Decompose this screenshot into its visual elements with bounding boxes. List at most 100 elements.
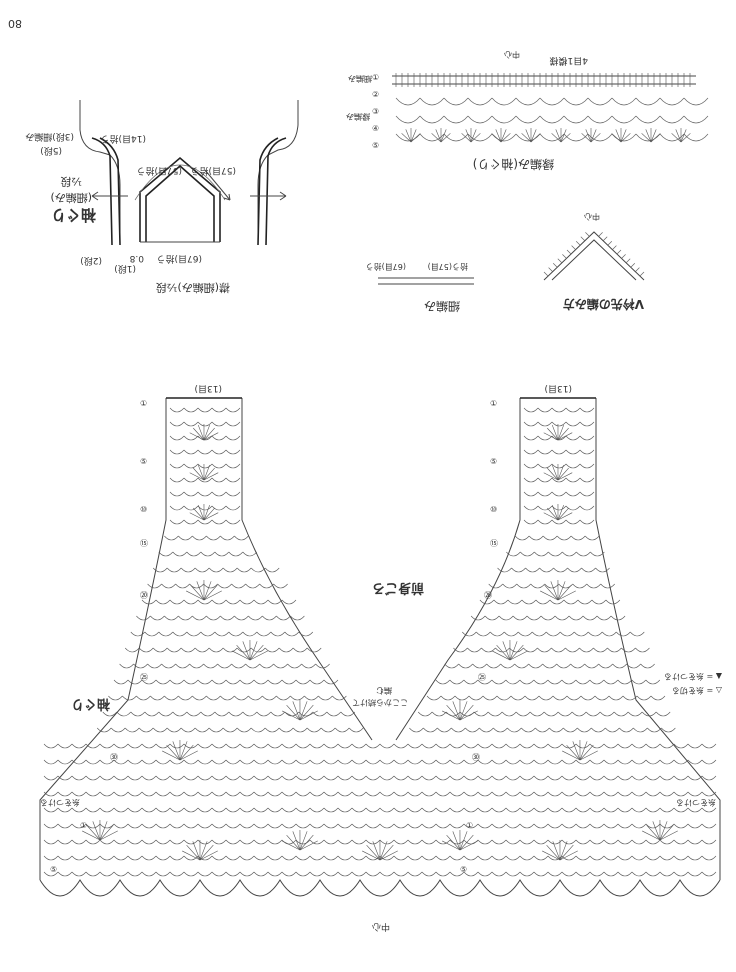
svg-text:拾う(57目): 拾う(57目)	[428, 262, 468, 272]
chain-arch	[212, 744, 226, 748]
chain-arch	[170, 824, 184, 828]
chain-arch	[184, 450, 198, 454]
chain-arch	[522, 600, 536, 604]
chain-arch	[72, 808, 86, 812]
chain-arch	[540, 116, 564, 123]
chain-arch	[630, 632, 644, 636]
chain-arch	[240, 856, 254, 860]
chain-arch	[324, 856, 338, 860]
chain-arch	[226, 776, 240, 780]
chain-arch	[506, 680, 520, 684]
chain-arch	[142, 760, 156, 764]
chain-arch	[226, 436, 240, 440]
chain-arch	[478, 776, 492, 780]
svg-text:(3段)細編み: (3段)細編み	[25, 131, 74, 143]
chain-arch	[612, 98, 636, 105]
chain-arch	[702, 808, 716, 812]
svg-text:(細編み): (細編み)	[50, 191, 92, 205]
chain-arch	[184, 422, 198, 426]
chain-arch	[184, 824, 198, 828]
chain-arch	[576, 856, 590, 860]
chain-arch	[184, 680, 198, 684]
chain-arch	[566, 422, 580, 426]
chain-arch	[422, 856, 436, 860]
chain-arch	[444, 98, 468, 105]
chain-arch	[566, 450, 580, 454]
chain-arch	[408, 872, 422, 876]
chain-arch	[226, 760, 240, 764]
chain-arch	[422, 792, 436, 796]
chain-arch	[476, 632, 490, 636]
chain-arch	[310, 856, 324, 860]
chain-arch	[148, 584, 162, 588]
chain-arch	[468, 116, 492, 123]
chain-arch	[324, 792, 338, 796]
chain-arch	[420, 98, 444, 105]
chain-arch	[128, 792, 142, 796]
chain-arch	[580, 478, 594, 482]
edging-labels: 縁編み(袖ぐり) 4目1模様 細編み 縁編み 中心	[346, 50, 588, 172]
chain-arch	[563, 728, 577, 732]
chain-arch	[408, 744, 422, 748]
chain-arch	[571, 536, 585, 540]
chain-arch	[632, 776, 646, 780]
chain-arch	[450, 856, 464, 860]
chain-arch	[420, 116, 444, 123]
chain-arch	[660, 98, 684, 105]
chain-arch	[516, 98, 540, 105]
chain-arch	[72, 840, 86, 844]
chain-arch	[260, 584, 274, 588]
row-mark-left: ㉕	[140, 673, 148, 682]
row-mark-left: ⑤	[140, 457, 147, 466]
chain-arch	[604, 760, 618, 764]
chain-arch	[524, 408, 538, 412]
chain-arch	[114, 872, 128, 876]
chain-arch	[688, 872, 702, 876]
chain-arch	[524, 422, 538, 426]
chain-arch	[162, 584, 176, 588]
chain-arch	[282, 808, 296, 812]
shell-stitch	[547, 468, 558, 480]
chain-arch	[58, 872, 72, 876]
chain-arch	[576, 808, 590, 812]
chain-arch	[58, 856, 72, 860]
body-chart-outline	[40, 398, 720, 896]
chain-arch	[349, 728, 363, 732]
chain-arch	[72, 856, 86, 860]
chain-arch	[534, 776, 548, 780]
sc-tick	[567, 250, 571, 254]
chain-arch	[338, 824, 352, 828]
shell-stitch	[531, 133, 540, 142]
shell-stitch	[411, 133, 420, 142]
chain-arch	[114, 776, 128, 780]
svg-text:V衿先の編み方: V衿先の編み方	[563, 297, 644, 312]
chain-arch	[198, 760, 212, 764]
chain-arch	[548, 760, 562, 764]
chain-arch	[535, 728, 549, 732]
chain-arch	[674, 872, 688, 876]
chain-arch	[580, 492, 594, 496]
chain-arch	[120, 664, 134, 668]
chain-arch	[531, 584, 545, 588]
chain-arch	[276, 616, 290, 620]
chain-arch	[450, 808, 464, 812]
chain-arch	[450, 744, 464, 748]
chain-arch	[574, 632, 588, 636]
chain-arch	[150, 696, 164, 700]
chain-arch	[128, 856, 142, 860]
shell-stitch	[462, 133, 471, 142]
sc-tick	[544, 272, 548, 276]
chain-arch	[136, 696, 150, 700]
chain-arch	[394, 760, 408, 764]
chain-arch	[432, 712, 446, 716]
svg-text:(67目)拾う: (67目)拾う	[366, 262, 406, 272]
chain-arch	[566, 492, 580, 496]
chain-arch	[661, 728, 675, 732]
svg-text:縁編み: 縁編み	[346, 112, 370, 122]
chain-arch	[660, 776, 674, 780]
chain-arch	[145, 632, 159, 636]
chain-arch	[538, 520, 552, 524]
chain-arch	[240, 776, 254, 780]
svg-text:(13目): (13目)	[545, 383, 572, 394]
chain-arch	[114, 680, 128, 684]
